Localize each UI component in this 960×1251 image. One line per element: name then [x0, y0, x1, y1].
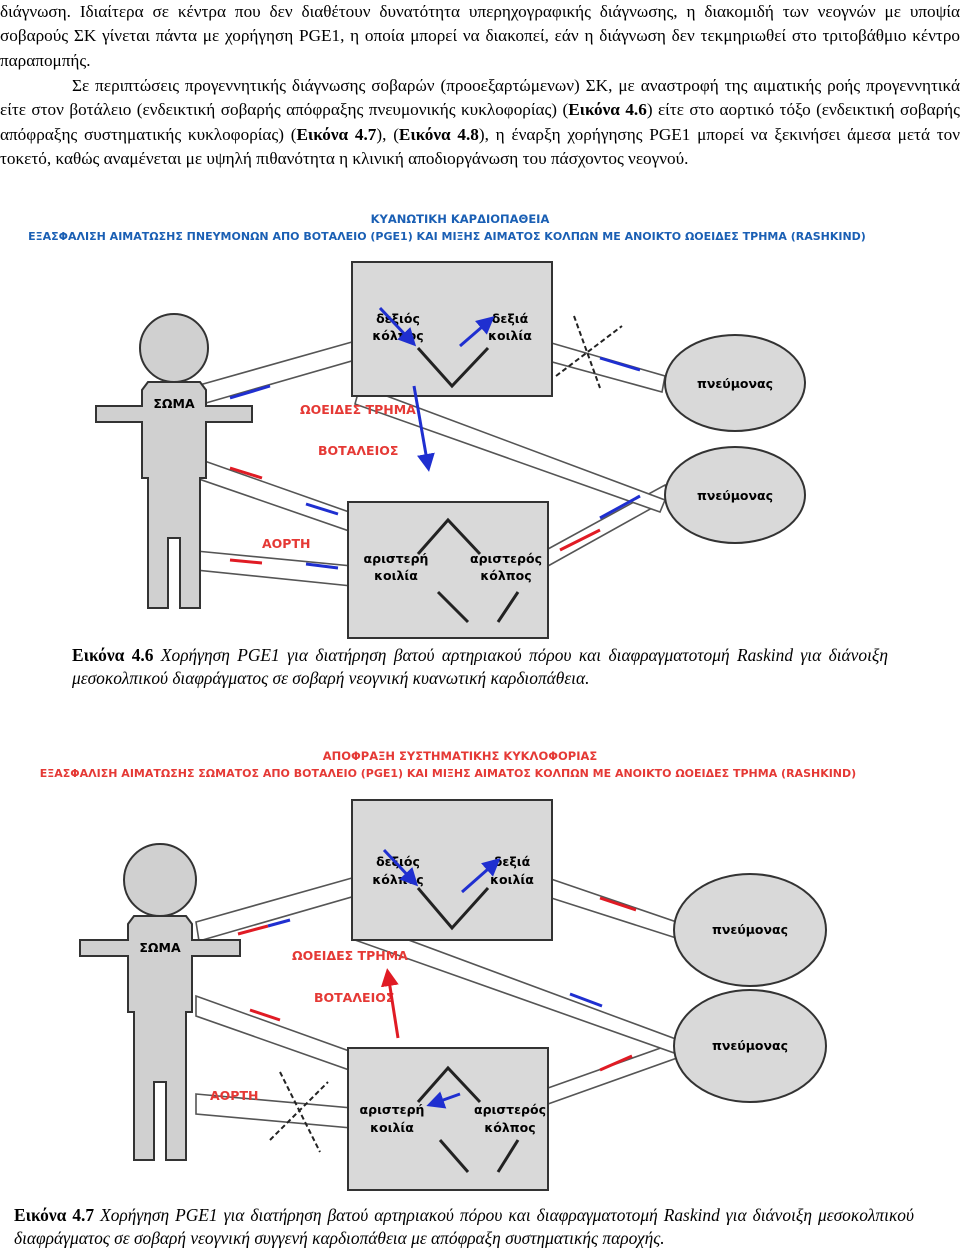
right-ventricle-label: δεξιά [492, 311, 529, 326]
left-ventricle-label: αριστερή [364, 551, 429, 566]
septum-line [416, 346, 490, 389]
left-atrium-label: αριστερός [474, 1102, 546, 1117]
left-ventricle-label: αριστερή [360, 1102, 425, 1117]
body-figure [95, 313, 253, 609]
figure-ref-4-7: Εικόνα 4.7 [296, 124, 377, 144]
paragraph-prenatal: Σε περιπτώσεις προγεννητικής διάγνωσης σ… [0, 74, 960, 172]
ductus-label: ΒΟΤΑΛΕΙΟΣ [314, 990, 394, 1005]
body-label: ΣΩΜΑ [153, 396, 195, 411]
lung-label: πνεύμονας [697, 488, 773, 503]
septum-line [416, 1065, 482, 1104]
septum-line [416, 517, 482, 556]
right-atrium-label: δεξιός [376, 854, 420, 869]
figure-ref-4-8: Εικόνα 4.8 [398, 124, 479, 144]
right-ventricle-label: δεξιά [494, 854, 531, 869]
paragraph-text-part: ) είτε στο αορτικό τόξο (ενδεικτική σοβα… [0, 100, 960, 144]
right-atrium-label: κόλπος [372, 328, 423, 343]
lung-lower [664, 446, 806, 544]
figure-4-6-caption: Εικόνα 4.6 Χορήγηση PGE1 για διατήρηση β… [72, 644, 888, 690]
caption-text: Χορήγηση PGE1 για διατήρηση βατού αρτηρι… [14, 1205, 914, 1248]
right-atrium-label: δεξιός [376, 311, 420, 326]
flow-arrows [237, 896, 637, 1072]
figure-subtitle: ΕΞΑΣΦΑΛΙΣΗ ΑΙΜΑΤΩΣΗΣ ΠΝΕΥΜΟΝΩΝ ΑΠΟ ΒΟΤΑΛ… [28, 230, 866, 243]
ductus-label: ΒΟΤΑΛΕΙΟΣ [318, 443, 398, 458]
body-label: ΣΩΜΑ [139, 940, 181, 955]
caption-label: Εικόνα 4.7 [14, 1205, 95, 1225]
left-atrium-label: κόλπος [484, 1120, 535, 1135]
lung-label: πνεύμονας [712, 922, 788, 937]
figure-subtitle: ΕΞΑΣΦΑΛΙΣΗ ΑΙΜΑΤΩΣΗΣ ΣΩΜΑΤΟΣ ΑΠΟ ΒΟΤΑΛΕΙ… [40, 767, 856, 780]
right-ventricle-label: κοιλία [490, 872, 534, 887]
lung-upper [664, 334, 806, 432]
left-atrium-label: κόλπος [480, 568, 531, 583]
paragraph-text-part: Σε περιπτώσεις προγεννητικής διάγνωσης σ… [0, 76, 960, 120]
paragraph-text-part: ), η έναρξη χορήγησης PGE1 μπορεί να ξεκ… [0, 124, 960, 169]
lung-label: πνεύμονας [712, 1038, 788, 1053]
left-ventricle-label: κοιλία [374, 568, 418, 583]
foramen-label: ΩΟΕΙΔΕΣ ΤΡΗΜΑ [292, 948, 408, 963]
paragraph-text-part: ), ( [376, 124, 399, 144]
figure-4-7-diagram: ΑΠΟΦΡΑΞΗ ΣΥΣΤΗΜΑΤΙΚΗΣ ΚΥΚΛΟΦΟΡΙΑΣ ΕΞΑΣΦΑ… [40, 749, 856, 1191]
upper-heart-box [351, 799, 553, 941]
aorta-label: ΑΟΡΤΗ [262, 536, 310, 551]
foramen-label: ΩΟΕΙΔΕΣ ΤΡΗΜΑ [300, 402, 416, 417]
left-ventricle-label: κοιλία [370, 1120, 414, 1135]
septum-line [416, 886, 490, 931]
figure-4-7-caption: Εικόνα 4.7 Χορήγηση PGE1 για διατήρηση β… [14, 1204, 914, 1250]
left-atrium-label: αριστερός [470, 551, 542, 566]
lower-heart-box [347, 1047, 549, 1191]
obstruction-marks [269, 1071, 329, 1153]
lower-heart-box [347, 501, 549, 639]
lung-lower [673, 989, 827, 1103]
lung-label: πνεύμονας [697, 376, 773, 391]
aorta-label: ΑΟΡΤΗ [210, 1088, 258, 1103]
figure-title: ΑΠΟΦΡΑΞΗ ΣΥΣΤΗΜΑΤΙΚΗΣ ΚΥΚΛΟΦΟΡΙΑΣ [323, 749, 598, 763]
figure-ref-4-6: Εικόνα 4.6 [568, 100, 647, 120]
upper-heart-box [351, 261, 553, 397]
body-figure [79, 843, 241, 1161]
lung-upper [673, 873, 827, 987]
right-ventricle-label: κοιλία [488, 328, 532, 343]
caption-text: Χορήγηση PGE1 για διατήρηση βατού αρτηρι… [72, 645, 888, 688]
figure-title: ΚΥΑΝΩΤΙΚΗ ΚΑΡΔΙΟΠΑΘΕΙΑ [371, 212, 550, 226]
obstruction-marks [555, 315, 623, 389]
flow-arrows [267, 848, 603, 1109]
caption-label: Εικόνα 4.6 [72, 645, 154, 665]
figure-4-6-diagram: ΚΥΑΝΩΤΙΚΗ ΚΑΡΔΙΟΠΑΘΕΙΑ ΕΞΑΣΦΑΛΙΣΗ ΑΙΜΑΤΩ… [28, 212, 866, 639]
right-atrium-label: κόλπος [372, 872, 423, 887]
flow-arrows [229, 306, 641, 570]
paragraph-intro: διάγνωση. Ιδιαίτερα σε κέντρα που δεν δι… [0, 2, 960, 70]
